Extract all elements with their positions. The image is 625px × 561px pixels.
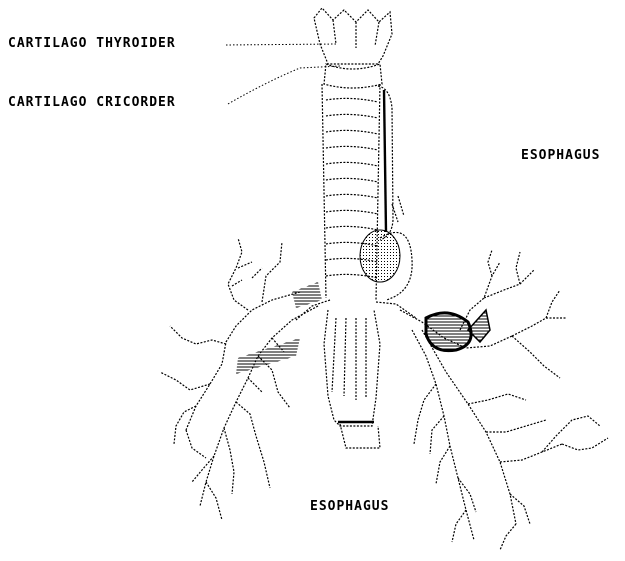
label-esophagus-bottom: ESOPHAGUS <box>310 500 389 514</box>
esophagus-end <box>340 424 380 448</box>
thyroid-ridges <box>333 20 379 48</box>
lower-esophagus <box>324 310 380 426</box>
leader-lines <box>226 44 340 104</box>
label-cartilago-cricorder: CARTILAGO CRICORDER <box>8 96 176 110</box>
left-bronchial-tree <box>160 238 318 520</box>
label-cartilago-thyroider: CARTILAGO THYROIDER <box>8 37 176 51</box>
lymph-node-mass <box>360 230 400 282</box>
esophagus-folds <box>332 318 366 400</box>
label-esophagus-right: ESOPHAGUS <box>521 149 600 163</box>
left-main-bronchus-shading <box>292 282 322 308</box>
thyroid-cartilage <box>314 8 392 64</box>
cricoid-cartilage <box>324 64 382 88</box>
right-bronchial-tree <box>400 250 608 550</box>
arch-branch <box>392 196 404 222</box>
cricoid-leader <box>228 66 340 104</box>
carina-outline <box>296 300 416 320</box>
right-hilum-lesion <box>426 313 471 351</box>
